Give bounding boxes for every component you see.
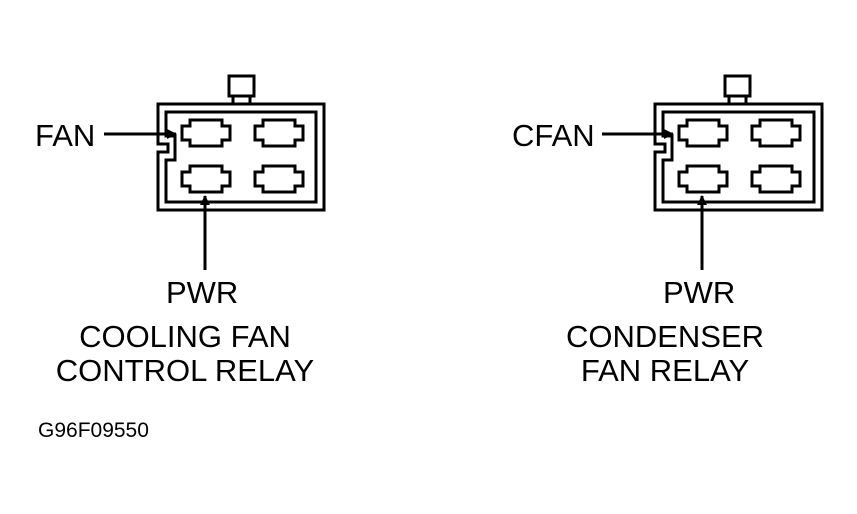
- terminal-cavity-cfan: [677, 118, 729, 148]
- relay-title-condenser-fan: CONDENSER FAN RELAY: [540, 320, 790, 388]
- terminal-cavity: [750, 164, 802, 194]
- pwr-pin-label: PWR: [663, 275, 736, 310]
- pwr-pin-label: PWR: [166, 275, 239, 310]
- condenser-fan-relay-connector: [653, 74, 824, 212]
- connector-outer-shell: [653, 102, 824, 212]
- relay-title-line: CONTROL RELAY: [55, 353, 315, 388]
- terminal-cavity: [253, 118, 305, 148]
- relay-title-line: CONDENSER: [565, 319, 765, 354]
- figure-code: G96F09550: [38, 419, 149, 442]
- relay-title-cooling-fan: COOLING FAN CONTROL RELAY: [40, 320, 330, 388]
- terminal-cavity-pwr: [677, 164, 729, 194]
- terminal-cavity-fan: [180, 118, 232, 148]
- relay-title-line: COOLING FAN: [79, 319, 291, 354]
- terminal-cavity-pwr: [180, 164, 232, 194]
- cooling-fan-relay-connector: [156, 74, 326, 212]
- connector-latch: [227, 74, 256, 98]
- cfan-pin-label: CFAN: [512, 118, 595, 153]
- fan-pin-label: FAN: [35, 118, 96, 153]
- connector-outer-shell: [156, 102, 326, 212]
- terminal-cavity: [253, 164, 305, 194]
- relay-title-line: FAN RELAY: [580, 353, 750, 388]
- terminal-cavity: [750, 118, 802, 148]
- connector-latch: [723, 74, 752, 98]
